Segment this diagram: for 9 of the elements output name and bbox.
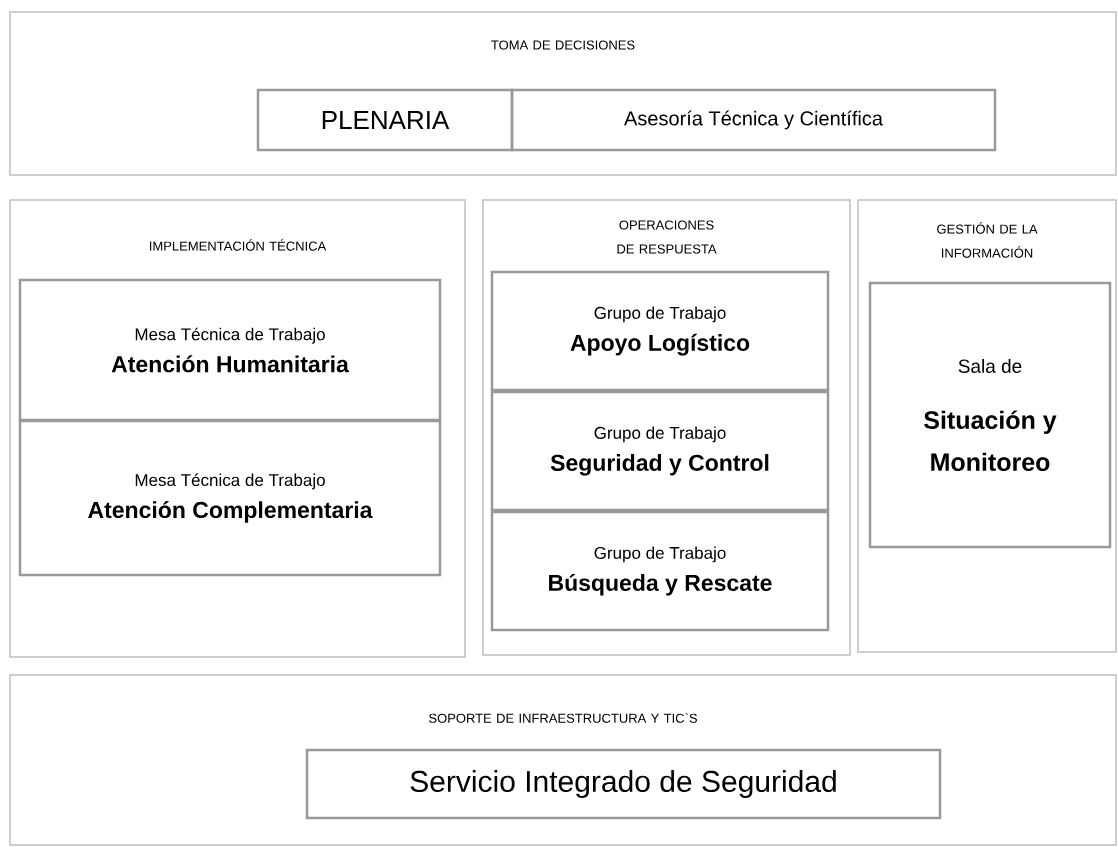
unit-box: Servicio Integrado de Seguridad xyxy=(305,748,942,820)
unit-box: Grupo de Trabajo Búsqueda y Rescate xyxy=(490,510,830,632)
unit-box: Grupo de Trabajo Apoyo Logístico xyxy=(490,270,830,392)
unit-box: Grupo de Trabajo Seguridad y Control xyxy=(490,390,830,512)
unit-box: PLENARIA xyxy=(256,88,514,152)
unit-box: Asesoría Técnica y Científica xyxy=(510,88,997,152)
unit-box: Mesa Técnica de Trabajo Atención Humanitaria xyxy=(18,278,442,422)
unit-box: Sala de Situación y Monitoreo xyxy=(868,281,1112,549)
unit-box: Mesa Técnica de Trabajo Atención Complementaria xyxy=(18,419,442,577)
